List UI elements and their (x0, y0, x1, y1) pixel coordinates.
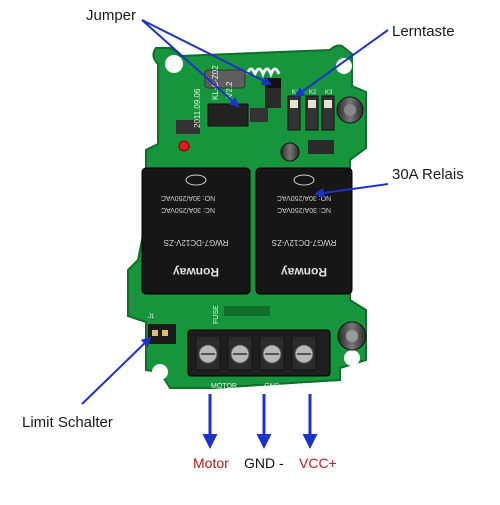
relay-rating2: NC: 30A/250VAC (161, 206, 215, 213)
callout-lerntaste: Lerntaste (392, 23, 455, 40)
screw-terminal-block (187, 329, 331, 377)
relay-rating: NO: 30A/250VAC (277, 194, 331, 201)
capacitor-top (344, 104, 356, 116)
transistor (308, 140, 334, 154)
crystal (204, 69, 246, 89)
mount-hole (336, 58, 352, 74)
arrow-lerntaste (294, 29, 389, 98)
capacitor-icon (280, 142, 300, 162)
ic-chip (176, 120, 200, 134)
learn-switch-cap (308, 100, 316, 108)
callout-vcc: VCC+ (299, 455, 337, 471)
relay-brand: Ronway (173, 265, 219, 279)
callout-gnd: GND - (244, 455, 284, 471)
terminal-label-gnd: GND (264, 383, 280, 390)
board-version: V2.2 (225, 81, 234, 98)
header-label: J1 (148, 314, 155, 320)
board-model: KL-C-Z02 (211, 65, 220, 100)
mount-hole (165, 55, 183, 73)
learn-switch-cap (324, 100, 332, 108)
switch-label-k3: K3 (325, 90, 333, 96)
relay-logo-icon (185, 174, 207, 186)
learn-switch-cap (290, 100, 298, 108)
callout-relais: 30A Relais (392, 166, 464, 183)
mount-hole (152, 364, 168, 380)
red-led-icon (178, 140, 190, 152)
mount-hole (344, 350, 360, 366)
arrow-jumper-b (141, 19, 240, 108)
callout-limit-schalter: Limit Schalter (22, 414, 113, 431)
relay-logo-icon (293, 174, 315, 186)
antenna-coil (245, 67, 281, 79)
arrow-relais (314, 183, 389, 198)
fuse-trace (224, 306, 270, 316)
relay-model: RWG7-DC12V-ZS (272, 238, 337, 247)
terminal-label-motor: MOTOR (211, 383, 237, 390)
relay-rating2: NC: 30A/250VAC (277, 206, 331, 213)
fuse-label: FUSE (213, 305, 220, 324)
relay-right: NO: 30A/250VAC NC: 30A/250VAC RWG7-DC12V… (255, 167, 353, 295)
pin (152, 330, 158, 336)
relay-left: NO: 30A/250VAC NC: 30A/250VAC RWG7-DC12V… (141, 167, 251, 295)
callout-jumper: Jumper (86, 7, 137, 24)
capacitor-top (346, 330, 358, 342)
pin (162, 330, 168, 336)
relay-rating: NO: 30A/250VAC (161, 194, 215, 201)
arrow-jumper-a (141, 19, 272, 85)
terminal-label-vcc: VCC (299, 383, 314, 390)
switch-label-k2: K2 (309, 90, 317, 96)
jumper-cap (265, 78, 281, 88)
board-date: 2011.09.06 (193, 88, 202, 128)
ic-chip (207, 103, 249, 127)
callout-motor: Motor (193, 455, 229, 471)
ic-chip (250, 108, 268, 122)
relay-brand: Ronway (281, 265, 327, 279)
arrow-limit (81, 336, 152, 405)
relay-model: RWG7-DC12V-ZS (164, 238, 229, 247)
